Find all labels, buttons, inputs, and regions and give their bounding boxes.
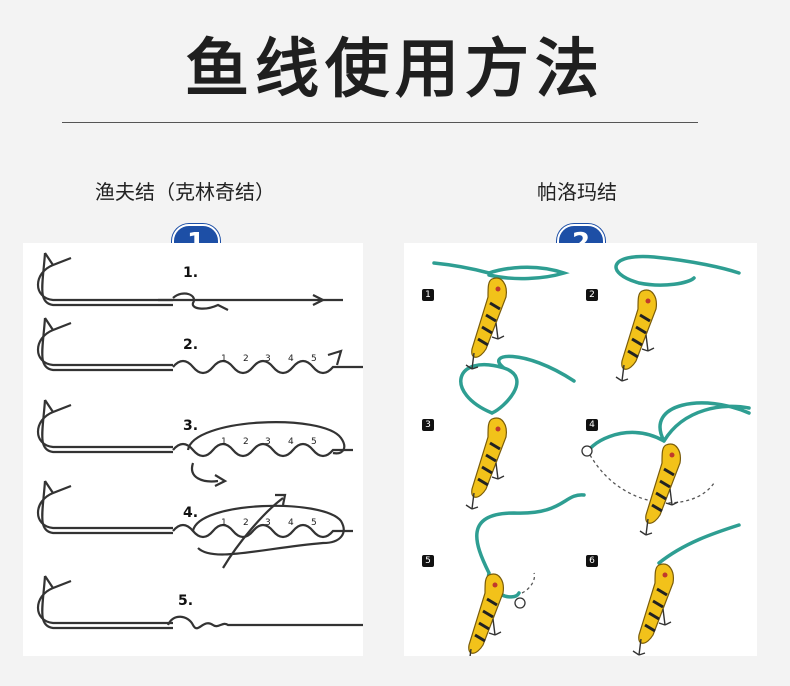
svg-text:3: 3 bbox=[265, 518, 271, 528]
svg-text:1: 1 bbox=[221, 437, 227, 447]
knot-name-palomar: 帕洛玛结 bbox=[537, 180, 617, 204]
svg-text:5: 5 bbox=[311, 437, 317, 447]
clinch-step-2: 2. bbox=[183, 337, 199, 353]
svg-text:3: 3 bbox=[265, 354, 271, 364]
svg-text:4: 4 bbox=[288, 354, 294, 364]
svg-text:2: 2 bbox=[243, 518, 249, 528]
palomar-knot-illustration bbox=[432, 254, 751, 656]
clinch-step-5: 5. bbox=[178, 593, 194, 609]
palomar-step-5: 5 bbox=[422, 555, 434, 567]
svg-text:5: 5 bbox=[311, 354, 317, 364]
knot-name-clinch: 渔夫结（克林奇结） bbox=[95, 180, 275, 204]
svg-text:3: 3 bbox=[265, 437, 271, 447]
palomar-knot-diagram: 1 2 3 4 5 6 bbox=[404, 243, 757, 656]
palomar-step-3: 3 bbox=[422, 419, 434, 431]
svg-text:2: 2 bbox=[243, 437, 249, 447]
title-divider bbox=[62, 122, 698, 123]
svg-text:2: 2 bbox=[243, 354, 249, 364]
palomar-step-4: 4 bbox=[586, 419, 598, 431]
clinch-knot-illustration: 1 2 3 4 5 1 2 3 4 5 1 2 3 4 5 bbox=[37, 252, 363, 630]
clinch-step-3: 3. bbox=[183, 418, 199, 434]
clinch-knot-diagram: 1 2 3 4 5 1 2 3 4 5 1 2 3 4 5 1. 2. 3. 4. 5. bbox=[23, 243, 363, 656]
svg-text:1: 1 bbox=[221, 518, 227, 528]
svg-text:5: 5 bbox=[311, 518, 317, 528]
palomar-step-6: 6 bbox=[586, 555, 598, 567]
clinch-step-4: 4. bbox=[183, 505, 199, 521]
palomar-step-1: 1 bbox=[422, 289, 434, 301]
svg-text:4: 4 bbox=[288, 518, 294, 528]
svg-text:4: 4 bbox=[288, 437, 294, 447]
palomar-step-2: 2 bbox=[586, 289, 598, 301]
clinch-step-1: 1. bbox=[183, 265, 199, 281]
page-title: 鱼线使用方法 bbox=[185, 33, 605, 107]
svg-text:1: 1 bbox=[221, 354, 227, 364]
